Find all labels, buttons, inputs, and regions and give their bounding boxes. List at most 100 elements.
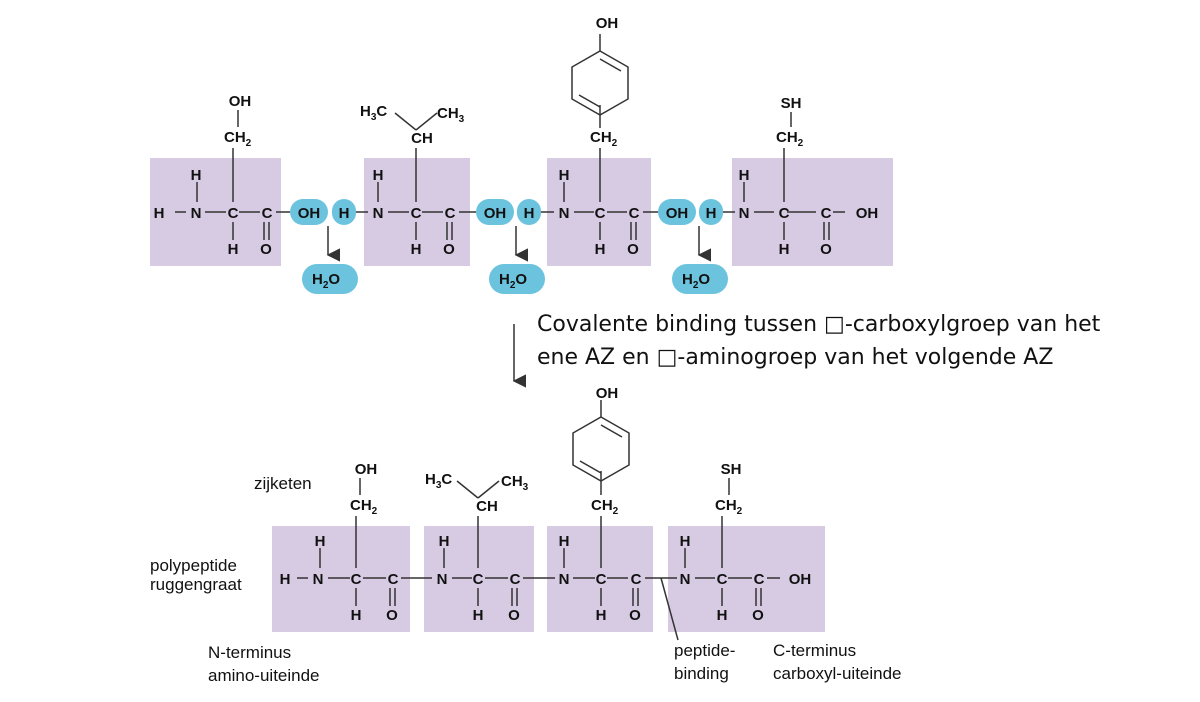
group-ch3: CH3 — [501, 473, 529, 493]
label-peptide-bond-line1: peptide- — [674, 641, 735, 660]
atom-h: H — [779, 241, 790, 258]
group-ch2: CH2 — [350, 497, 378, 517]
atom-c: C — [595, 205, 606, 222]
atom-c: C — [388, 571, 399, 588]
group-h3c: H3C — [360, 103, 387, 123]
water-highlight-h2o-2 — [489, 264, 545, 294]
residue-box-valine — [364, 158, 470, 266]
atom-o: O — [443, 241, 455, 258]
atom-n: N — [313, 571, 324, 588]
atom-h: H — [473, 607, 484, 624]
atom-h: H — [596, 607, 607, 624]
atom-h: H — [339, 205, 350, 222]
atom-oh: OH — [856, 205, 879, 222]
atom-n: N — [559, 205, 570, 222]
atom-c: C — [717, 571, 728, 588]
atom-oh: OH — [229, 93, 252, 110]
group-ch2: CH2 — [591, 497, 619, 517]
atom-sh: SH — [721, 461, 742, 478]
atom-ch: CH — [476, 498, 498, 515]
atom-oh: OH — [484, 205, 507, 222]
label-peptide-bond-line2: binding — [674, 664, 729, 683]
top-amino-acids: H H N C C H O OH H OH CH2 H N C C H O CH… — [150, 15, 893, 294]
atom-c: C — [631, 571, 642, 588]
group-ch2: CH2 — [715, 497, 743, 517]
atom-sh: SH — [781, 95, 802, 112]
group-ch3: CH3 — [437, 105, 465, 125]
atom-n: N — [191, 205, 202, 222]
atom-h: H — [228, 241, 239, 258]
group-ch2: CH2 — [224, 129, 252, 149]
atom-h: H — [595, 241, 606, 258]
atom-h: H — [315, 533, 326, 550]
atom-c: C — [262, 205, 273, 222]
atom-oh: OH — [666, 205, 689, 222]
atom-o: O — [508, 607, 520, 624]
atom-oh: OH — [596, 15, 619, 32]
group-ch2: CH2 — [590, 129, 618, 149]
residue-box-valine — [424, 526, 534, 632]
atom-h: H — [706, 205, 717, 222]
atom-ch: CH — [411, 130, 433, 147]
label-n-terminus-line2: amino-uiteinde — [208, 666, 320, 685]
atom-h: H — [680, 533, 691, 550]
water-highlight-h2o-3 — [672, 264, 728, 294]
water-highlight-h-2 — [517, 199, 541, 225]
atom-oh: OH — [789, 571, 812, 588]
atom-n: N — [739, 205, 750, 222]
group-ch2: CH2 — [776, 129, 804, 149]
water-molecule: H2O — [682, 271, 710, 291]
atom-c: C — [779, 205, 790, 222]
caption-line-1: Covalente binding tussen □-carboxylgroep… — [537, 312, 1101, 337]
water-highlight-oh-3 — [658, 199, 696, 225]
atom-o: O — [386, 607, 398, 624]
atom-h: H — [717, 607, 728, 624]
bottom-bonds — [297, 400, 780, 641]
water-molecule: H2O — [499, 271, 527, 291]
label-backbone-line2: ruggengraat — [150, 575, 242, 594]
label-c-terminus-line1: C-terminus — [773, 641, 856, 660]
atom-oh: OH — [596, 385, 619, 402]
label-c-terminus-line2: carboxyl-uiteinde — [773, 664, 902, 683]
atom-oh: OH — [298, 205, 321, 222]
atom-c: C — [821, 205, 832, 222]
reaction-caption: Covalente binding tussen □-carboxylgroep… — [537, 308, 1177, 374]
atom-c: C — [510, 571, 521, 588]
atom-h: H — [439, 533, 450, 550]
bottom-polypeptide: H H N C C H O OH CH2 H N C C H O CH H3C … — [150, 385, 902, 685]
atom-n: N — [559, 571, 570, 588]
atom-o: O — [260, 241, 272, 258]
atom-o: O — [752, 607, 764, 624]
atom-o: O — [629, 607, 641, 624]
atom-h: H — [373, 167, 384, 184]
water-molecule: H2O — [312, 271, 340, 291]
label-side-chain: zijketen — [254, 474, 312, 493]
atom-h: H — [559, 533, 570, 550]
label-backbone-line1: polypeptide — [150, 556, 237, 575]
residue-box-tyrosine — [547, 158, 651, 266]
residue-box-tyrosine — [547, 526, 653, 632]
label-n-terminus-line1: N-terminus — [208, 643, 291, 662]
atom-h: H — [191, 167, 202, 184]
water-highlight-h2o-1 — [302, 264, 358, 294]
atom-c: C — [629, 205, 640, 222]
atom-n: N — [373, 205, 384, 222]
water-highlight-oh-2 — [476, 199, 514, 225]
atom-h: H — [411, 241, 422, 258]
atom-h: H — [351, 607, 362, 624]
residue-box-cysteine — [668, 526, 825, 632]
atom-c: C — [596, 571, 607, 588]
atom-c: C — [228, 205, 239, 222]
atom-c: C — [351, 571, 362, 588]
atom-h: H — [154, 205, 165, 222]
atom-h: H — [739, 167, 750, 184]
atom-h: H — [524, 205, 535, 222]
water-highlight-h-1 — [332, 199, 356, 225]
atom-o: O — [820, 241, 832, 258]
atom-c: C — [754, 571, 765, 588]
atom-h: H — [559, 167, 570, 184]
atom-h: H — [280, 571, 291, 588]
residue-box-serine — [272, 526, 410, 632]
atom-oh: OH — [355, 461, 378, 478]
